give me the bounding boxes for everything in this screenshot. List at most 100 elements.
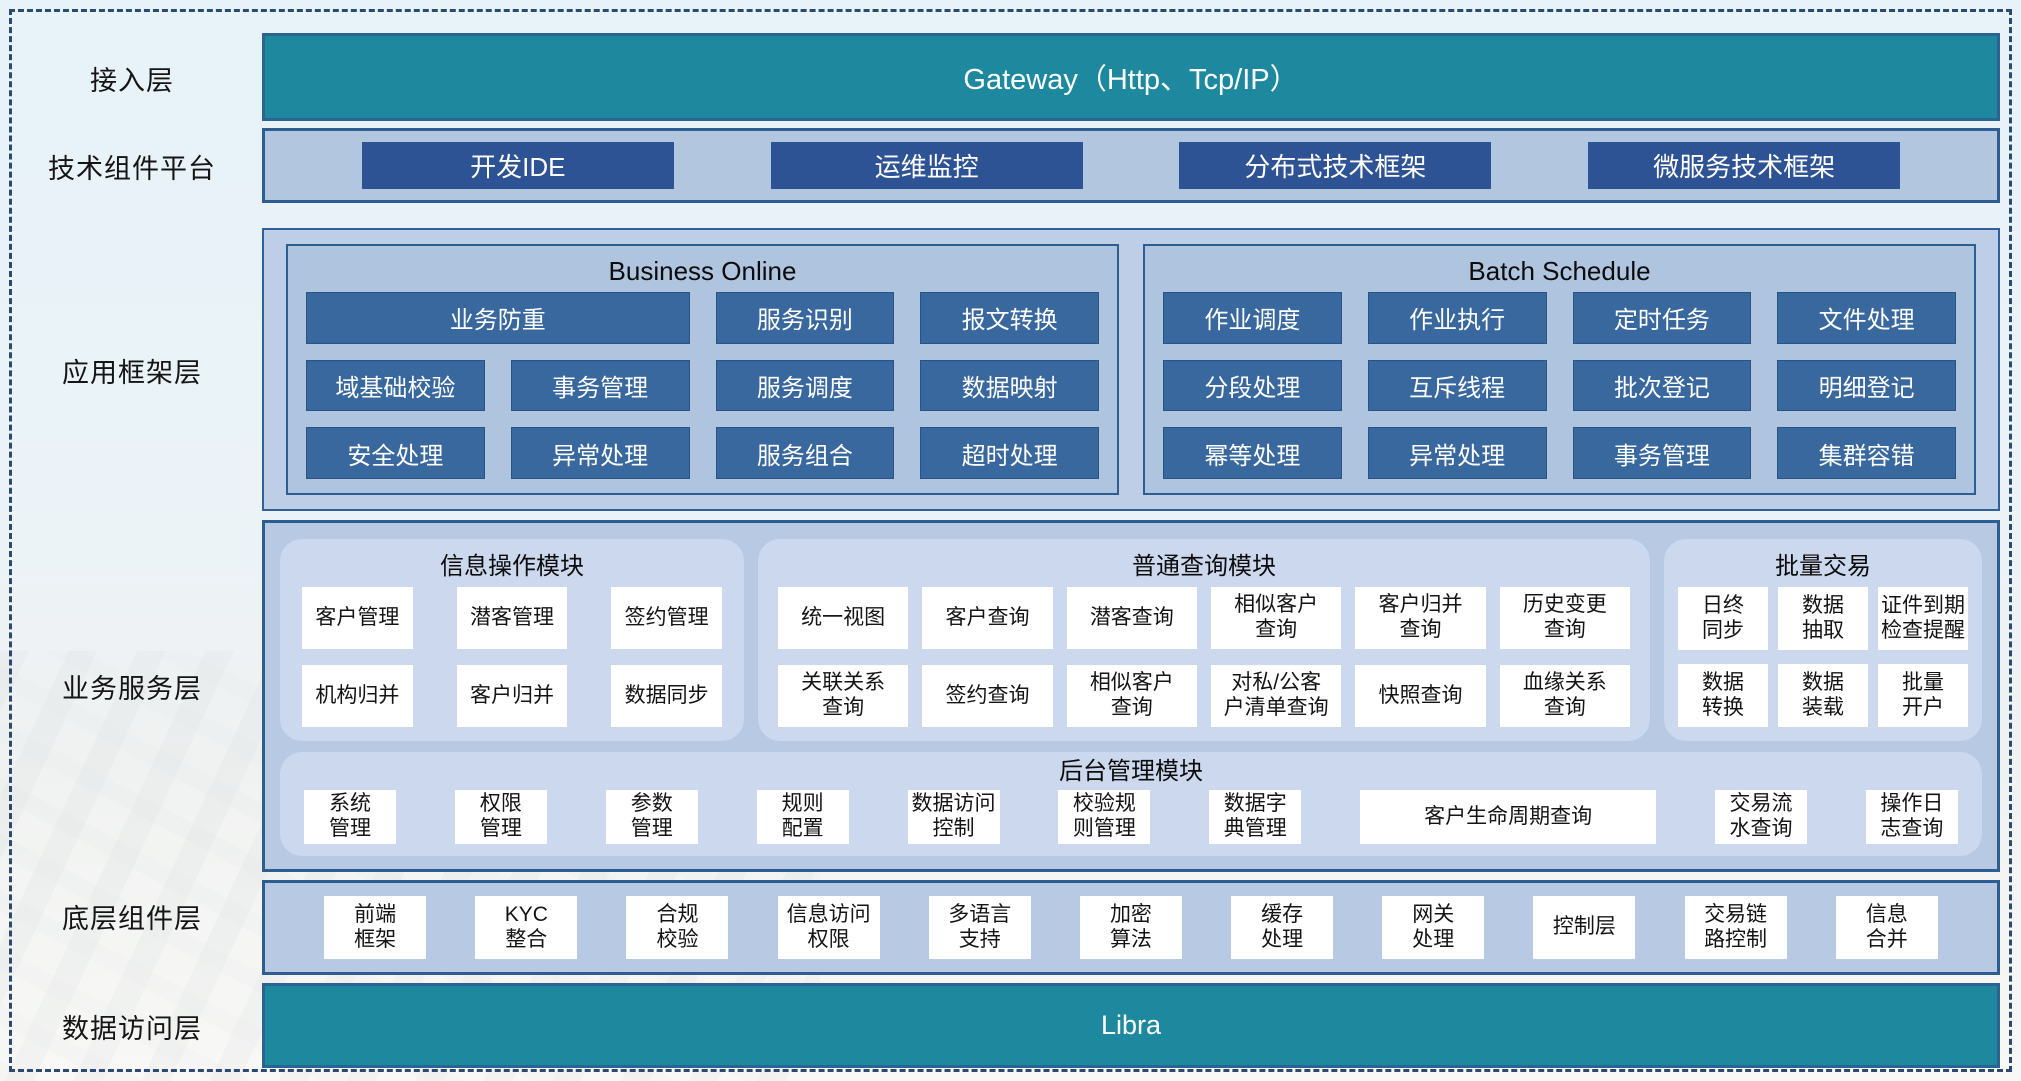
app-block: 服务组合 — [715, 427, 895, 479]
module-title: 普通查询模块 — [1132, 553, 1276, 580]
base-block: 多语言 支持 — [928, 896, 1031, 959]
business-service-top: 信息操作模块 客户管理 潜客管理 签约管理 机构归并 客户归并 数据同步 普通查… — [280, 539, 1982, 741]
layer-label-base-components: 底层组件层 — [62, 904, 202, 934]
base-components-panel: 前端 框架 KYC 整合 合规 校验 信息访问 权限 多语言 支持 加密 算法 … — [262, 880, 2000, 975]
module-title: 后台管理模块 — [1059, 758, 1203, 785]
batch-trade-grid: 日终 同步 数据 抽取 证件到期 检查提醒 数据 转换 数据 装载 批量 开户 — [1678, 587, 1968, 727]
tech-platform-panel: 开发IDE 运维监控 分布式技术框架 微服务技术框架 — [262, 128, 2000, 203]
service-block: 数据同步 — [611, 665, 722, 727]
app-framework-panel: Business Online 业务防重 服务识别 报文转换 域基础校验 事务管… — [262, 228, 2000, 511]
common-query-module: 普通查询模块 统一视图 客户查询 潜客查询 相似客户 查询 客户归并 查询 历史… — [758, 539, 1650, 741]
business-online-grid: 业务防重 服务识别 报文转换 域基础校验 事务管理 服务调度 数据映射 安全处理… — [306, 292, 1099, 479]
service-block: 数据 装载 — [1778, 664, 1868, 727]
panel-title: Batch Schedule — [1468, 256, 1651, 286]
service-block: 客户查询 — [922, 587, 1053, 649]
service-block: 对私/公客 户清单查询 — [1210, 665, 1342, 727]
app-block: 集群容错 — [1777, 427, 1956, 479]
service-block: 潜客查询 — [1066, 587, 1197, 649]
service-block: 客户归并 查询 — [1355, 587, 1486, 649]
common-query-grid: 统一视图 客户查询 潜客查询 相似客户 查询 客户归并 查询 历史变更 查询 关… — [778, 587, 1630, 727]
batch-schedule-panel: Batch Schedule 作业调度 作业执行 定时任务 文件处理 分段处理 … — [1143, 244, 1976, 495]
service-block: 潜客管理 — [456, 587, 568, 649]
app-block: 明细登记 — [1777, 359, 1956, 412]
service-block: 历史变更 查询 — [1499, 587, 1630, 649]
service-block: 数据字 典管理 — [1209, 790, 1302, 844]
service-block: 操作日 志查询 — [1865, 790, 1958, 844]
service-block: 相似客户 查询 — [1210, 587, 1342, 649]
app-block: 超时处理 — [920, 427, 1099, 479]
service-block: 机构归并 — [302, 665, 413, 727]
app-block: 域基础校验 — [306, 359, 485, 412]
app-block: 事务管理 — [1572, 427, 1752, 479]
app-block: 幂等处理 — [1163, 427, 1342, 479]
app-block: 定时任务 — [1572, 292, 1752, 344]
libra-bar: Libra — [262, 983, 2000, 1068]
info-ops-grid: 客户管理 潜客管理 签约管理 机构归并 客户归并 数据同步 — [302, 587, 722, 727]
app-block: 作业调度 — [1163, 292, 1342, 344]
business-service-panel: 信息操作模块 客户管理 潜客管理 签约管理 机构归并 客户归并 数据同步 普通查… — [262, 520, 2000, 872]
module-title: 信息操作模块 — [440, 553, 584, 580]
tech-item: 微服务技术框架 — [1588, 142, 1901, 189]
service-block: 签约查询 — [922, 665, 1053, 727]
app-block: 报文转换 — [920, 292, 1099, 344]
base-block: 前端 框架 — [324, 896, 427, 959]
layer-label-app-framework: 应用框架层 — [62, 358, 202, 388]
service-block: 相似客户 查询 — [1066, 665, 1197, 727]
base-block: 信息 合并 — [1835, 896, 1938, 959]
service-block: 签约管理 — [611, 587, 722, 649]
base-block: 合规 校验 — [626, 896, 729, 959]
app-block: 服务调度 — [715, 359, 895, 412]
panel-title: Business Online — [608, 256, 797, 286]
admin-row: 系统 管理 权限 管理 参数 管理 规则 配置 数据访问 控制 校验规 则管理 … — [304, 790, 1958, 844]
batch-trade-module: 批量交易 日终 同步 数据 抽取 证件到期 检查提醒 数据 转换 数据 装载 批… — [1664, 539, 1982, 741]
base-block: 缓存 处理 — [1231, 896, 1334, 959]
base-block: 控制层 — [1533, 896, 1636, 959]
service-block: 关联关系 查询 — [778, 665, 909, 727]
service-block: 日终 同步 — [1678, 587, 1768, 650]
app-block: 业务防重 — [306, 292, 690, 344]
service-block: 批量 开户 — [1878, 664, 1968, 727]
base-block: 交易链 路控制 — [1684, 896, 1787, 959]
base-block: 加密 算法 — [1079, 896, 1182, 959]
gateway-label: Gateway（Http、Tcp/IP） — [963, 64, 1299, 96]
service-block: 数据 抽取 — [1778, 587, 1868, 650]
admin-module: 后台管理模块 系统 管理 权限 管理 参数 管理 规则 配置 数据访问 控制 校… — [280, 752, 1982, 856]
service-block: 参数 管理 — [605, 790, 698, 844]
tech-item: 运维监控 — [770, 142, 1083, 189]
service-block: 交易流 水查询 — [1715, 790, 1807, 844]
service-block: 统一视图 — [778, 587, 909, 649]
service-block: 客户生命周期查询 — [1360, 790, 1657, 844]
layer-label-tech-platform: 技术组件平台 — [48, 154, 216, 184]
info-ops-module: 信息操作模块 客户管理 潜客管理 签约管理 机构归并 客户归并 数据同步 — [280, 539, 744, 741]
batch-schedule-grid: 作业调度 作业执行 定时任务 文件处理 分段处理 互斥线程 批次登记 明细登记 … — [1163, 292, 1956, 479]
service-block: 系统 管理 — [304, 790, 396, 844]
base-block: 网关 处理 — [1382, 896, 1485, 959]
module-title: 批量交易 — [1775, 553, 1871, 580]
tech-item: 分布式技术框架 — [1179, 142, 1492, 189]
layer-label-access: 接入层 — [90, 66, 174, 96]
service-block: 客户归并 — [456, 665, 568, 727]
service-block: 客户管理 — [302, 587, 413, 649]
service-block: 校验规 则管理 — [1058, 790, 1151, 844]
business-online-panel: Business Online 业务防重 服务识别 报文转换 域基础校验 事务管… — [286, 244, 1119, 495]
app-block: 文件处理 — [1777, 292, 1956, 344]
app-block: 安全处理 — [306, 427, 485, 479]
app-block: 异常处理 — [1367, 427, 1547, 479]
app-block: 分段处理 — [1163, 359, 1342, 412]
tech-item: 开发IDE — [361, 142, 674, 189]
app-block: 服务识别 — [715, 292, 895, 344]
base-block: KYC 整合 — [475, 896, 578, 959]
app-block: 事务管理 — [510, 359, 690, 412]
base-block: 信息访问 权限 — [777, 896, 880, 959]
service-block: 数据 转换 — [1678, 664, 1768, 727]
service-block: 快照查询 — [1355, 665, 1486, 727]
service-block: 证件到期 检查提醒 — [1878, 587, 1968, 650]
service-block: 规则 配置 — [756, 790, 849, 844]
app-block: 异常处理 — [510, 427, 690, 479]
app-block: 互斥线程 — [1367, 359, 1547, 412]
libra-label: Libra — [1100, 1010, 1162, 1040]
service-block: 数据访问 控制 — [907, 790, 1000, 844]
app-block: 作业执行 — [1367, 292, 1547, 344]
app-block: 数据映射 — [920, 359, 1099, 412]
